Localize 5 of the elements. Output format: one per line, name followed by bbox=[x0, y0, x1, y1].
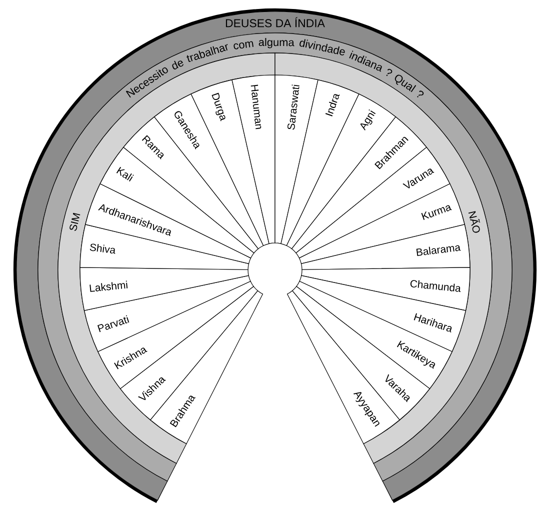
sector: Chamunda bbox=[301, 267, 470, 311]
sector: Saraswati bbox=[274, 74, 318, 244]
sector: Balarama bbox=[300, 224, 470, 270]
sector: Lakshmi bbox=[80, 267, 249, 311]
sector: Hanuman bbox=[232, 74, 276, 244]
